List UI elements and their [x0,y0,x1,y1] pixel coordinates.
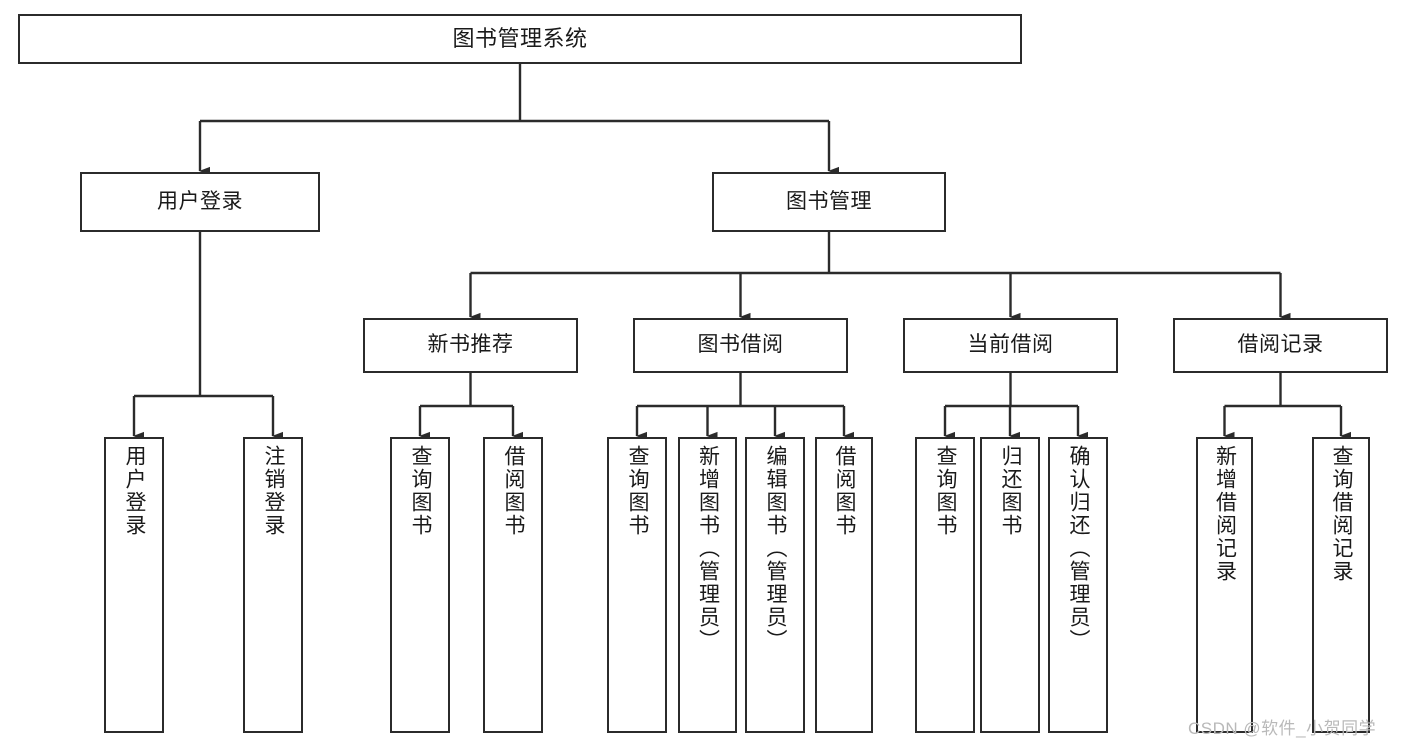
node-borrow-record[interactable]: 借阅记录 [1173,318,1388,373]
node-label: 借阅图书 [833,445,857,537]
node-leaf-query-book-2[interactable]: 查询图书 [607,437,667,733]
node-label: 查询借阅记录 [1330,445,1354,583]
node-leaf-query-book-3[interactable]: 查询图书 [915,437,975,733]
node-label: 当前借阅 [967,333,1054,357]
node-leaf-query-record[interactable]: 查询借阅记录 [1312,437,1370,733]
node-label: 借阅记录 [1237,333,1324,357]
node-label: 编辑图书（管理员） [764,445,788,652]
node-leaf-confirm-return[interactable]: 确认归还（管理员） [1048,437,1108,733]
node-label: 查询图书 [626,445,650,537]
node-leaf-borrow-book-2[interactable]: 借阅图书 [815,437,873,733]
node-label: 图书管理系统 [452,26,588,52]
node-book-manage[interactable]: 图书管理 [712,172,946,232]
node-label: 查询图书 [409,445,433,537]
node-book-borrow[interactable]: 图书借阅 [633,318,848,373]
node-label: 新增图书（管理员） [696,445,720,652]
node-leaf-edit-book[interactable]: 编辑图书（管理员） [745,437,805,733]
node-leaf-borrow-book-1[interactable]: 借阅图书 [483,437,543,733]
node-label: 归还图书 [999,445,1023,537]
node-current-borrow[interactable]: 当前借阅 [903,318,1118,373]
node-leaf-user-login[interactable]: 用户登录 [104,437,164,733]
node-label: 图书借阅 [697,333,784,357]
node-label: 查询图书 [934,445,958,537]
node-label: 新增借阅记录 [1213,445,1237,583]
node-label: 新书推荐 [427,333,514,357]
node-label: 借阅图书 [502,445,526,537]
node-new-book-rec[interactable]: 新书推荐 [363,318,578,373]
node-user-login[interactable]: 用户登录 [80,172,320,232]
node-label: 用户登录 [157,189,243,213]
node-leaf-add-record[interactable]: 新增借阅记录 [1196,437,1253,733]
node-root[interactable]: 图书管理系统 [18,14,1022,64]
node-leaf-query-book-1[interactable]: 查询图书 [390,437,450,733]
node-leaf-logout[interactable]: 注销登录 [243,437,303,733]
node-leaf-return-book[interactable]: 归还图书 [980,437,1040,733]
node-label: 用户登录 [123,445,147,537]
node-label: 确认归还（管理员） [1067,445,1091,652]
node-leaf-add-book[interactable]: 新增图书（管理员） [678,437,737,733]
node-label: 图书管理 [786,189,872,213]
node-label: 注销登录 [262,445,286,537]
